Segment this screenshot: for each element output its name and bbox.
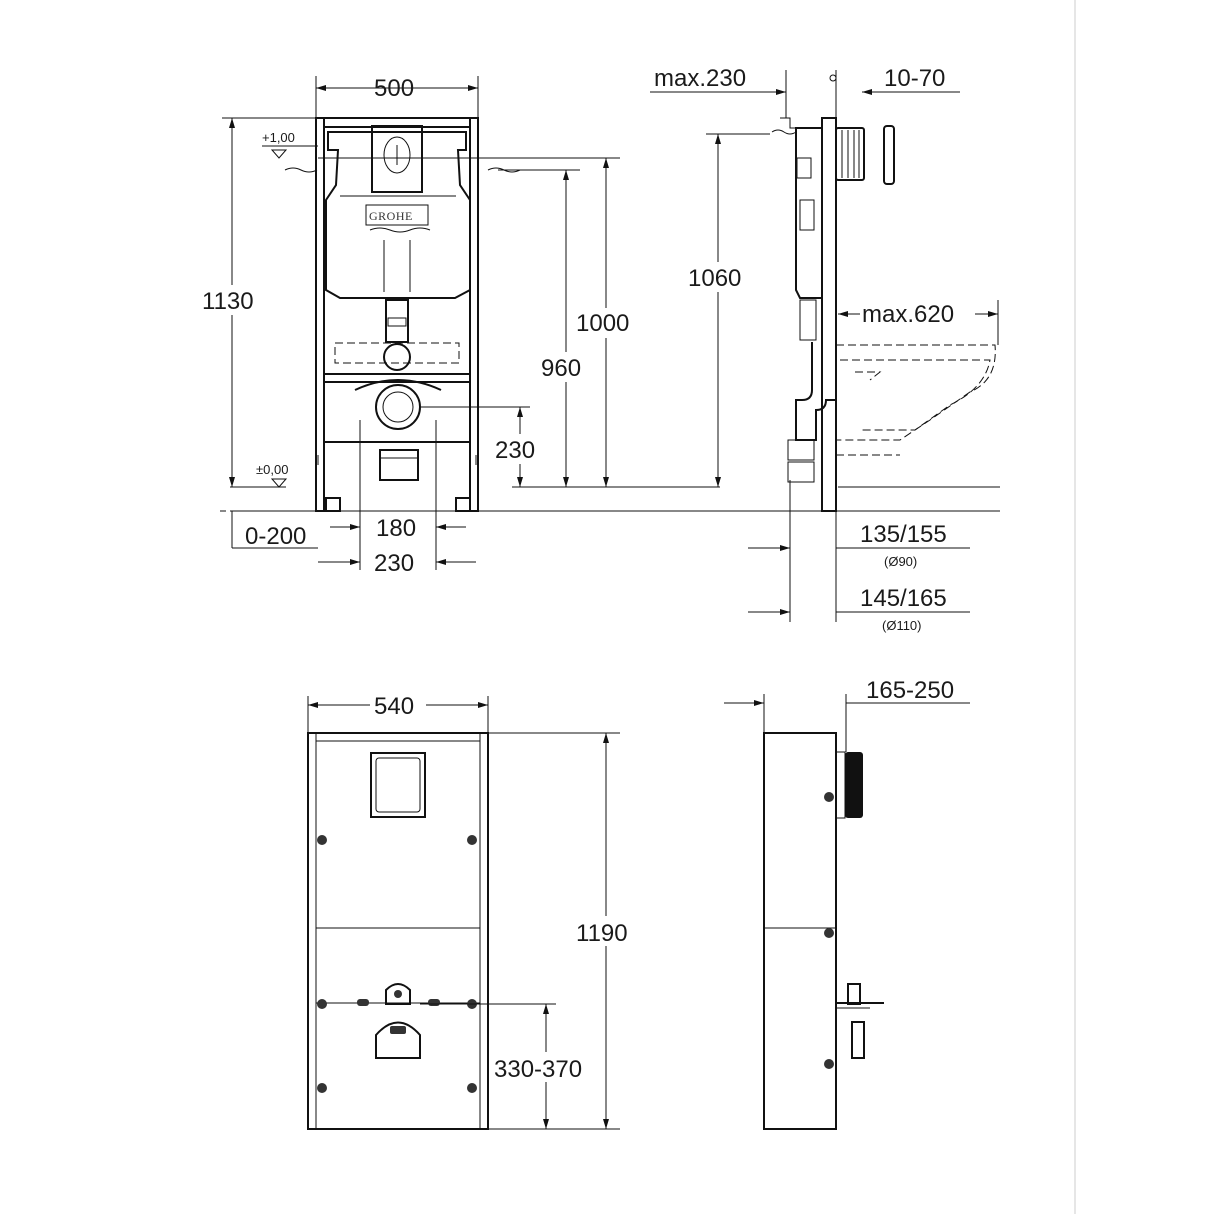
water-connection [385,983,411,1005]
frame-height-label: 1130 [202,288,254,315]
screw-icon [317,1083,327,1093]
cover-side-panel [763,732,837,1130]
right-foot [455,497,471,512]
inlet-height-960-label: 960 [541,355,581,382]
screw-icon [317,835,327,845]
front-cover-view: 540 1190 330-370 [307,692,640,1130]
screw-icon [317,999,327,1009]
level-top-label: +1,00 [262,130,295,145]
water-inlet-side-icon [771,129,797,135]
max-620-label: max.620 [862,301,954,328]
flush-plate-side [835,127,865,181]
depth-135-155-label: 135/155 [860,521,947,548]
flush-button-side [883,125,895,185]
left-foot [325,497,341,512]
frame-width-label: 500 [374,75,414,102]
brand-logo: GROHE [369,209,413,223]
waste-connection-front [375,1021,421,1059]
outlet-connector [379,449,419,481]
level-marker-top-icon [270,149,288,159]
waste-stub-side [851,1021,865,1059]
wc-bowl-dashed [836,344,996,441]
screw-icon [824,928,834,938]
depth-145-165-label: 145/165 [860,585,947,612]
screw-icon [467,835,477,845]
spacing-180-label: 180 [376,515,416,542]
cover-panel [307,732,489,1130]
side-waste-pipe [795,342,836,441]
max-230-label: max.230 [654,65,746,92]
flush-plate-front [370,752,426,818]
side-frame-view: max.230 10-70 1060 max.620 135/155 (Ø90)… [650,65,1000,633]
level-floor-label: ±0,00 [256,462,288,477]
depth-110-note: (Ø110) [882,618,922,633]
inlet-height-1000-label: 1000 [576,310,629,337]
spacing-230-label: 230 [374,550,414,577]
mount-bolt [847,983,861,1005]
screw-icon [824,1059,834,1069]
water-inlet-left-icon [284,167,318,173]
bowl-outline-dashed [334,342,460,364]
flush-pipe [385,299,409,343]
screw-icon [467,1083,477,1093]
floor-offset-label: 0-200 [245,523,306,550]
cistern [325,131,471,299]
screw-icon [824,792,834,802]
range-10-70-label: 10-70 [884,65,945,92]
level-marker-floor-icon [270,478,288,488]
outlet-range-label: 330-370 [494,1056,582,1083]
flush-plate-outline [371,125,423,193]
depth-90-note: (Ø90) [884,554,917,569]
cover-height-label: 1190 [576,920,628,947]
height-1060-label: 1060 [688,265,741,292]
cover-depth-label: 165-250 [866,677,954,704]
right-frame-post [469,117,479,512]
left-frame-post [315,117,325,512]
front-frame-view: GROHE +1,00 ±0,00 500 [200,75,1000,577]
cistern-side [795,127,823,299]
flush-valve [383,136,411,174]
side-cover-view: 165-250 [724,677,970,1130]
flush-plate-side-cover [845,752,863,818]
side-frame-post [821,117,837,512]
grohe-logo-plate [365,204,429,226]
outlet-height-230-label: 230 [495,437,535,464]
pipe-elbow [383,343,411,371]
cover-width-label: 540 [374,693,414,720]
